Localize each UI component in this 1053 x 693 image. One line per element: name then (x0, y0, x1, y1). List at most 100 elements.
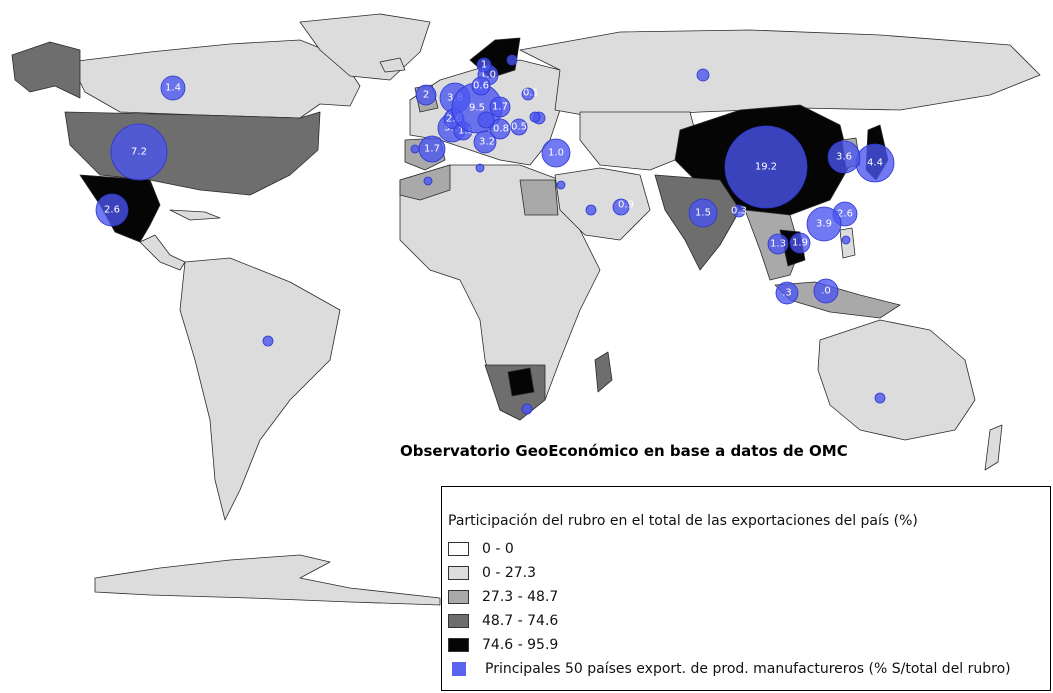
region-central-america (139, 234, 186, 271)
bubble-uae (612, 198, 630, 216)
bubble-label-malaysia: .3 (782, 288, 792, 299)
bubble-thailand (767, 233, 789, 255)
bubble-label-china: 19.2 (755, 162, 777, 173)
region-alaska (11, 41, 81, 99)
bubble-label-canada: 1.4 (165, 83, 181, 94)
bubble-canada (160, 75, 186, 101)
bubble-lithuania (521, 87, 535, 101)
bubble-label-denmark: 0.6 (473, 81, 489, 92)
legend-swatch-0 (448, 542, 469, 556)
legend-swatch-4 (448, 638, 469, 652)
bubble-label-turkey: 1.0 (548, 148, 564, 159)
region-madagascar (594, 351, 613, 393)
bubble-vietnam (806, 206, 842, 242)
region-cuba (169, 209, 221, 221)
map-credit: Observatorio GeoEconómico en base a dato… (400, 442, 848, 460)
legend-swatch-3 (448, 614, 469, 628)
bubble-korea (827, 140, 861, 174)
bubble-ukraine (529, 111, 541, 123)
legend-row-class-2: 27.3 - 48.7 (448, 588, 558, 606)
bubble-label-vietnam: 3.9 (816, 219, 832, 230)
bubble-label-spain: 1.7 (424, 144, 440, 155)
bubble-label-usa: 7.2 (131, 147, 147, 158)
bubble-denmark (471, 76, 491, 96)
region-central-asia (579, 111, 701, 171)
bubble-label-belgium: 1.8 (458, 126, 474, 137)
bubble-russia (696, 68, 710, 82)
legend-row-class-3: 48.7 - 74.6 (448, 612, 558, 630)
bubble-label-mexico: 2.6 (104, 205, 120, 216)
region-botswana (507, 367, 535, 397)
bubble-label-bangladesh: 0.3 (731, 206, 747, 217)
bubble-label-czech: 0.8 (493, 124, 509, 135)
legend-symbol-label: Principales 50 países export. de prod. m… (485, 661, 1011, 677)
bubble-india (688, 198, 718, 228)
legend-symbol-square (452, 662, 466, 676)
bubble-brazil (262, 335, 274, 347)
legend-row-class-0: 0 - 0 (448, 540, 514, 558)
bubble-label-korea: 3.6 (836, 152, 852, 163)
region-antarctica (94, 554, 441, 606)
bubble-label-lithuania: 0.1 (523, 88, 539, 99)
bubble-label-netherlands: 2.6 (446, 114, 462, 125)
bubble-estonia (506, 54, 518, 66)
bubble-south-africa (521, 403, 533, 415)
bubble-label-japan: 4.4 (867, 158, 883, 169)
bubble-ireland (415, 84, 437, 106)
bubble-label-thailand: 1.3 (770, 239, 786, 250)
bubble-poland (489, 96, 511, 118)
bubble-austria (477, 111, 495, 129)
legend-label-0: 0 - 0 (482, 541, 514, 557)
bubble-indonesia (813, 278, 839, 304)
bubble-china (724, 125, 808, 209)
region-iceland (379, 57, 406, 73)
bubble-usa (110, 123, 168, 181)
bubble-italy (473, 130, 497, 154)
bubble-turkey (541, 138, 571, 168)
bubble-layer: 19.2 7.2 1.4 2.6 4.4 3.6 2.6 3.9 1.3 1.9… (95, 54, 895, 415)
legend-title: Participación del rubro en el total de l… (448, 513, 918, 529)
bubble-morocco (423, 176, 433, 186)
legend-label-4: 74.6 - 95.9 (482, 637, 559, 653)
bubble-label-italy: 3.2 (479, 137, 495, 148)
bubble-label-sweden: 1.0 (480, 70, 496, 81)
bubble-label-ireland: 2 (423, 90, 429, 101)
region-russia (519, 29, 1041, 119)
bubble-label-uae: 0.9 (618, 200, 634, 211)
bubble-label-finland: 1 (481, 60, 487, 71)
region-egypt (519, 179, 559, 216)
bubble-australia (874, 392, 886, 404)
bubble-israel (556, 180, 566, 190)
legend-label-3: 48.7 - 74.6 (482, 613, 559, 629)
bubble-label-germany: 9.5 (469, 103, 485, 114)
bubble-czech (489, 118, 511, 140)
legend: Participación del rubro en el total de l… (441, 486, 1051, 691)
region-south-america (179, 257, 341, 521)
bubble-portugal (410, 144, 420, 154)
legend-swatch-2 (448, 590, 469, 604)
region-new-zealand (984, 424, 1003, 471)
legend-label-1: 0 - 27.3 (482, 565, 537, 581)
region-canada (69, 39, 361, 119)
bubble-saudi (585, 204, 597, 216)
bubble-label-india: 1.5 (695, 208, 711, 219)
bubble-tunisia (475, 163, 485, 173)
region-middle-east (554, 167, 651, 241)
bubble-mexico (95, 193, 129, 227)
land-layer (11, 13, 1041, 606)
bubble-malaysia (775, 281, 799, 305)
legend-row-class-1: 0 - 27.3 (448, 564, 536, 582)
legend-row-symbol: Principales 50 países export. de prod. m… (448, 660, 1011, 678)
legend-swatch-1 (448, 566, 469, 580)
bubble-label-indonesia: .0 (821, 286, 831, 297)
bubble-label-hungary: 0.5 (511, 122, 527, 133)
bubble-hungary (510, 118, 528, 136)
bubble-finland (476, 57, 492, 73)
bubble-philippines (841, 235, 851, 245)
bubble-cambodia (789, 232, 811, 254)
bubble-label-poland: 1.7 (492, 102, 508, 113)
bubble-label-cambodia: 1.9 (792, 238, 808, 249)
region-australia (817, 319, 976, 441)
legend-row-class-4: 74.6 - 95.9 (448, 636, 558, 654)
